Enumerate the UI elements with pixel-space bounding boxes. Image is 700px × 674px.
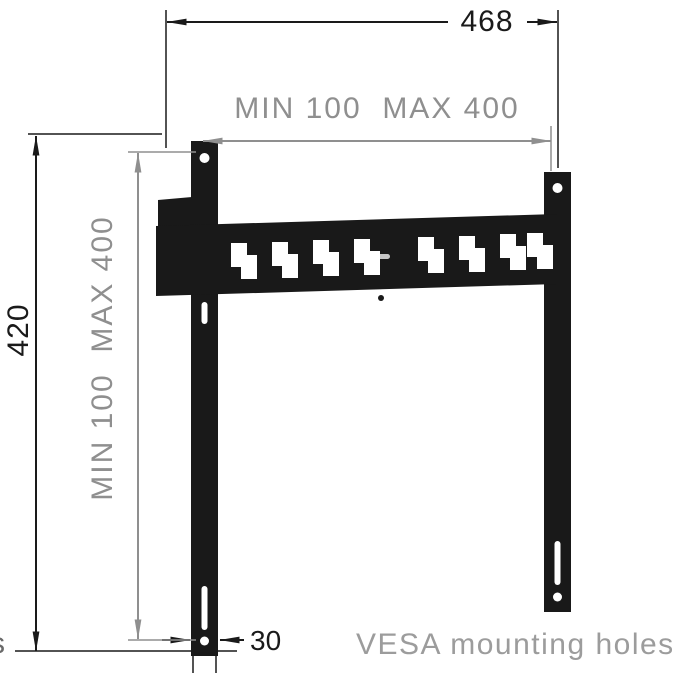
vesa-vertical-label: MIN 100 MAX 400 — [86, 215, 119, 500]
hook-cutout — [500, 234, 526, 270]
mount-slot — [201, 302, 208, 324]
mount-slot — [554, 541, 561, 585]
dimension-overall-width: 468 — [165, 5, 559, 168]
mount-hole — [553, 592, 562, 602]
wall-mount-bracket — [156, 141, 571, 656]
hook-cutout — [418, 237, 444, 273]
hook-cutout — [313, 240, 339, 276]
overall-height-label: 420 — [2, 303, 35, 356]
mount-hole — [552, 183, 563, 193]
rail-width-label: 30 — [250, 625, 281, 656]
hook-cutout — [231, 243, 257, 279]
hook-cutout — [354, 239, 380, 275]
dimension-overall-height: 420 — [2, 133, 237, 652]
bar-left-cap — [158, 197, 192, 229]
left-rail — [191, 141, 218, 656]
dimension-vesa-vertical: MIN 100 MAX 400 — [86, 151, 196, 641]
dimension-vesa-horizontal: MIN 100 MAX 400 — [202, 92, 552, 171]
dimension-rail-width: 30 — [162, 625, 281, 673]
vesa-horizontal-label: MIN 100 MAX 400 — [234, 92, 519, 125]
hook-cutout — [272, 242, 298, 278]
hook-cutout — [527, 233, 553, 269]
cropped-edge-text-fragment: s — [0, 627, 5, 660]
mount-slot — [201, 586, 208, 630]
hook-cutout — [459, 236, 485, 272]
mount-hole — [199, 153, 210, 163]
screw-hole — [378, 295, 384, 301]
mount-hole — [200, 636, 209, 646]
caption-vesa-mounting-holes: VESA mounting holes — [356, 628, 675, 661]
overall-width-label: 468 — [460, 5, 513, 38]
logo-mark — [376, 254, 390, 259]
